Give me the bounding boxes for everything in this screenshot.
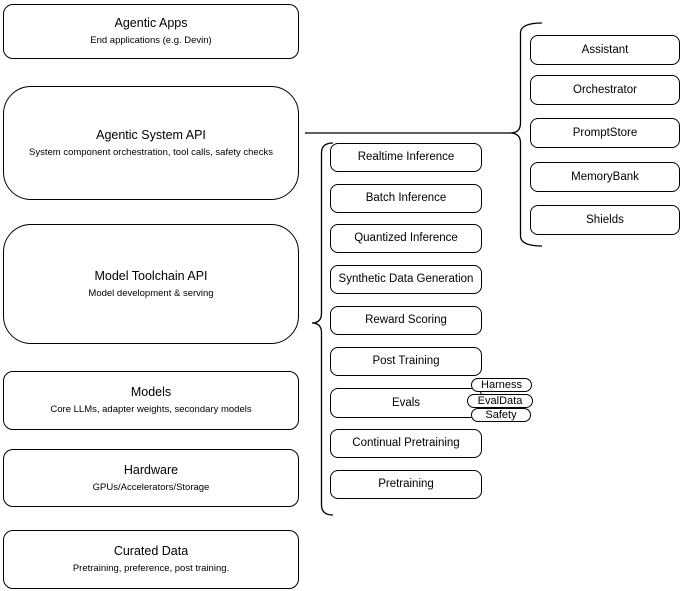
component-box-shields: Shields bbox=[530, 205, 680, 235]
layer-model-toolchain-api: Model Toolchain API Model development & … bbox=[3, 224, 299, 344]
layer-curated-data: Curated Data Pretraining, preference, po… bbox=[3, 530, 299, 589]
layer-title: Model Toolchain API bbox=[94, 268, 208, 283]
eval-tag-harness: Harness bbox=[471, 378, 532, 392]
toolchain-label: Continual Pretraining bbox=[352, 437, 460, 449]
component-label: MemoryBank bbox=[571, 170, 639, 183]
eval-tag-label: EvalData bbox=[477, 395, 523, 407]
toolchain-label: Evals bbox=[391, 396, 421, 409]
layer-agentic-system-api: Agentic System API System component orch… bbox=[3, 86, 299, 200]
toolchain-box-evals: Evals bbox=[330, 388, 482, 418]
toolchain-box-realtime-inference: Realtime Inference bbox=[330, 143, 482, 172]
layer-subtitle: Model development & serving bbox=[88, 287, 214, 299]
layer-title: Curated Data bbox=[113, 544, 189, 558]
toolchain-label: Pretraining bbox=[378, 478, 434, 490]
toolchain-box-batch-inference: Batch Inference bbox=[330, 184, 482, 213]
layer-subtitle: System component orchestration, tool cal… bbox=[29, 146, 273, 158]
layer-title: Hardware bbox=[123, 462, 179, 477]
layer-agentic-apps: Agentic Apps End applications (e.g. Devi… bbox=[3, 4, 299, 59]
layer-subtitle: Pretraining, preference, post training. bbox=[72, 563, 230, 574]
system-components-brace bbox=[509, 22, 543, 247]
eval-tag-label: Harness bbox=[481, 379, 522, 391]
toolchain-brace bbox=[311, 142, 334, 516]
component-label: Assistant bbox=[581, 43, 629, 56]
toolchain-box-quantized-inference: Quantized Inference bbox=[330, 224, 482, 253]
toolchain-box-post-training: Post Training bbox=[330, 347, 482, 376]
toolchain-label: Realtime Inference bbox=[357, 151, 455, 163]
layer-models: Models Core LLMs, adapter weights, secon… bbox=[3, 371, 299, 430]
toolchain-box-synthetic-data-generation: Synthetic Data Generation bbox=[330, 265, 482, 294]
toolchain-label: Reward Scoring bbox=[365, 314, 447, 326]
component-box-orchestrator: Orchestrator bbox=[530, 75, 680, 105]
component-label: PromptStore bbox=[572, 126, 638, 139]
toolchain-label: Synthetic Data Generation bbox=[338, 273, 474, 285]
layer-subtitle: Core LLMs, adapter weights, secondary mo… bbox=[50, 404, 252, 415]
component-label: Orchestrator bbox=[573, 83, 637, 96]
eval-tag-safety: Safety bbox=[471, 408, 531, 422]
layer-subtitle: End applications (e.g. Devin) bbox=[90, 35, 212, 46]
toolchain-box-pretraining: Pretraining bbox=[330, 470, 482, 499]
layer-title: Agentic Apps bbox=[114, 16, 188, 30]
layer-hardware: Hardware GPUs/Accelerators/Storage bbox=[3, 449, 299, 507]
component-box-memorybank: MemoryBank bbox=[530, 162, 680, 192]
toolchain-box-continual-pretraining: Continual Pretraining bbox=[330, 429, 482, 458]
eval-tag-evaldata: EvalData bbox=[467, 394, 533, 408]
component-box-promptstore: PromptStore bbox=[530, 118, 680, 148]
layer-title: Agentic System API bbox=[96, 127, 206, 142]
toolchain-box-reward-scoring: Reward Scoring bbox=[330, 306, 482, 335]
toolchain-label: Quantized Inference bbox=[354, 232, 458, 244]
eval-tag-label: Safety bbox=[485, 409, 517, 421]
toolchain-label: Post Training bbox=[372, 355, 440, 367]
component-box-assistant: Assistant bbox=[530, 35, 680, 65]
layer-title: Models bbox=[130, 385, 172, 399]
toolchain-label: Batch Inference bbox=[365, 192, 447, 204]
layer-subtitle: GPUs/Accelerators/Storage bbox=[92, 481, 210, 493]
component-label: Shields bbox=[586, 213, 624, 226]
